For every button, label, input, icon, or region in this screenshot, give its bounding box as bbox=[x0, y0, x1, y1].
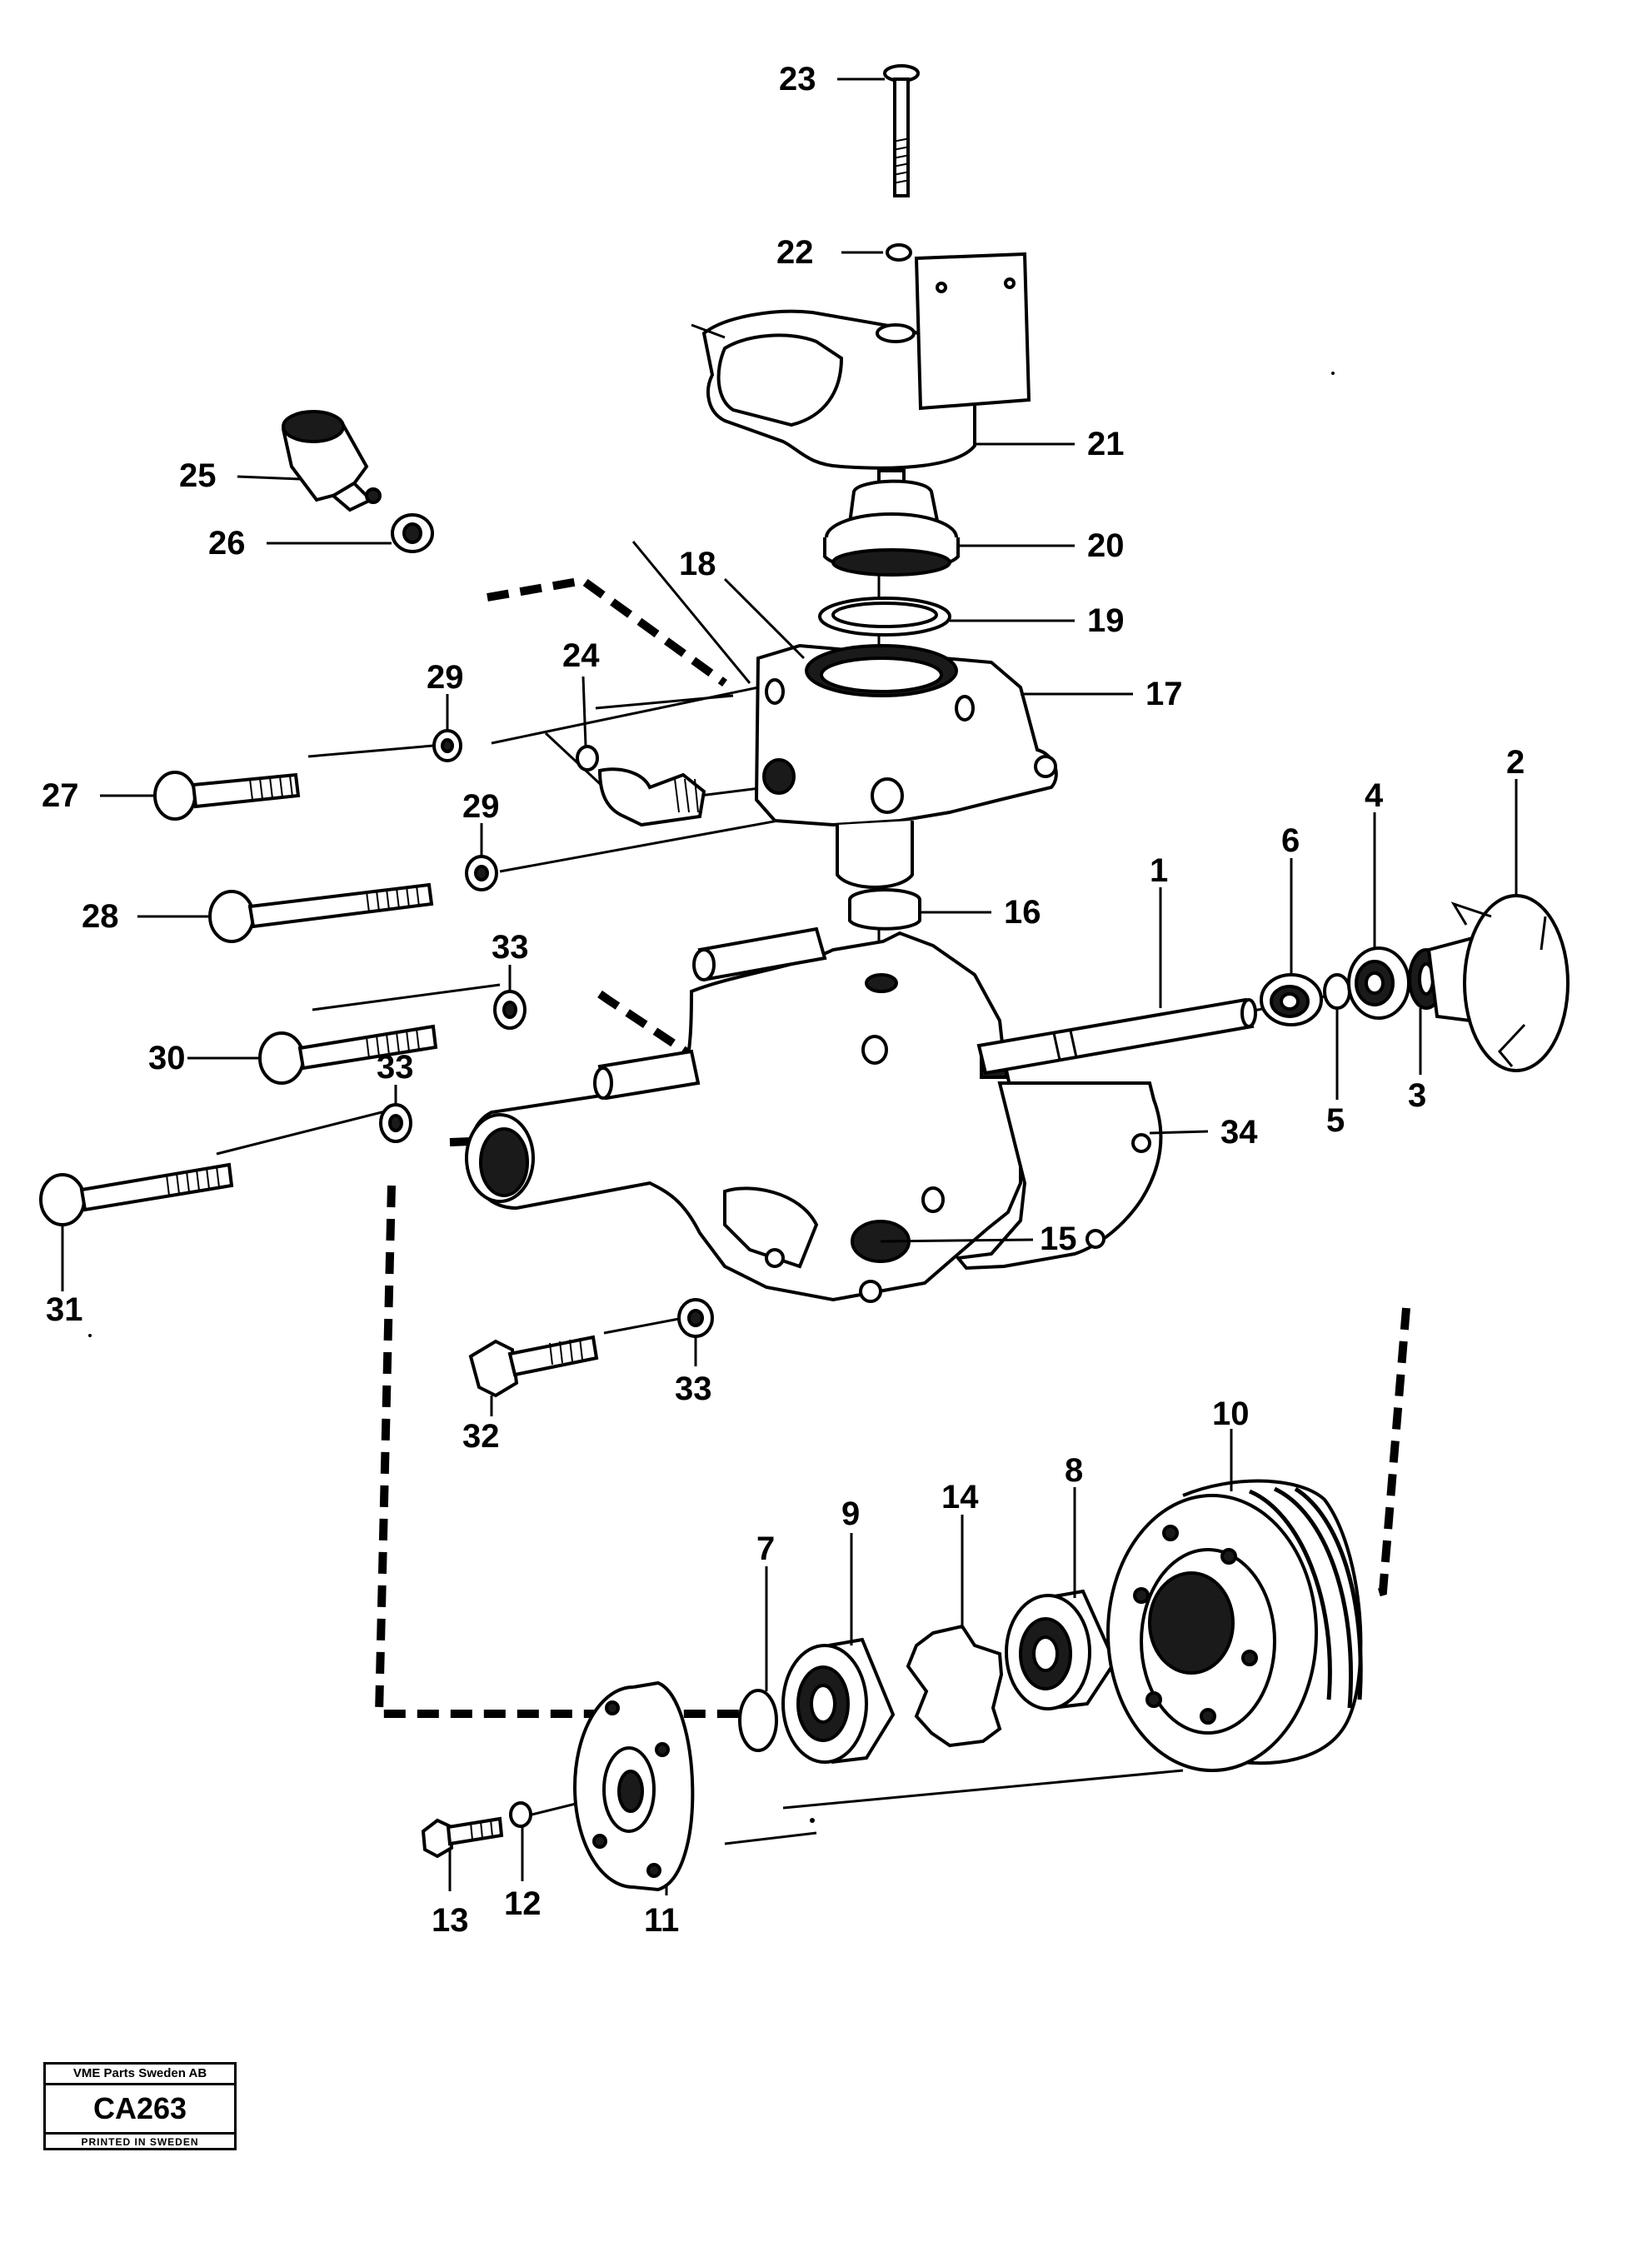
part-33-washer-c bbox=[677, 1298, 714, 1338]
callout-22: 22 bbox=[776, 234, 814, 271]
callout-33a: 33 bbox=[492, 929, 529, 966]
callout-13: 13 bbox=[432, 1902, 469, 1939]
part-23-bolt bbox=[883, 64, 920, 197]
callout-9: 9 bbox=[841, 1496, 860, 1532]
callout-29a: 29 bbox=[427, 659, 464, 696]
part-29-washer-b bbox=[465, 855, 498, 891]
callout-3: 3 bbox=[1408, 1077, 1426, 1114]
callout-25: 25 bbox=[179, 457, 217, 494]
part-11-flange bbox=[573, 1680, 695, 1892]
part-2-impeller bbox=[1426, 894, 1570, 1072]
part-9-bearing bbox=[781, 1637, 896, 1764]
callout-17: 17 bbox=[1145, 676, 1183, 712]
part-29-washer-a bbox=[432, 729, 462, 762]
part-21-thermostat-cover bbox=[691, 252, 1031, 470]
callout-28: 28 bbox=[82, 898, 119, 935]
part-5-circlip bbox=[1323, 973, 1351, 1010]
callout-21: 21 bbox=[1087, 426, 1125, 462]
callout-11: 11 bbox=[644, 1902, 679, 1939]
part-1-shaft bbox=[976, 997, 1257, 1076]
callout-26: 26 bbox=[208, 525, 246, 562]
part-12-lock-washer bbox=[509, 1801, 532, 1828]
callout-2: 2 bbox=[1506, 744, 1525, 781]
callout-34: 34 bbox=[1220, 1114, 1258, 1151]
callout-7: 7 bbox=[756, 1530, 775, 1567]
callout-14: 14 bbox=[941, 1479, 979, 1515]
callout-12: 12 bbox=[504, 1885, 542, 1922]
callout-27: 27 bbox=[42, 777, 79, 814]
callout-18: 18 bbox=[679, 546, 716, 582]
callout-29b: 29 bbox=[462, 788, 500, 825]
callout-19: 19 bbox=[1087, 602, 1125, 639]
callout-30: 30 bbox=[148, 1040, 186, 1076]
part-32-bolt bbox=[468, 1335, 599, 1398]
callout-23: 23 bbox=[779, 61, 816, 97]
part-31-bolt bbox=[39, 1162, 234, 1226]
callout-15: 15 bbox=[1040, 1221, 1077, 1257]
part-16-sleeve bbox=[848, 888, 921, 931]
callout-32: 32 bbox=[462, 1418, 500, 1455]
part-4-seal bbox=[1347, 946, 1410, 1020]
part-25-temperature-sensor bbox=[281, 410, 382, 512]
part-17-thermostat-housing bbox=[754, 643, 1058, 889]
part-33-washer-a bbox=[493, 990, 527, 1030]
callout-20: 20 bbox=[1087, 527, 1125, 564]
callout-16: 16 bbox=[1004, 894, 1041, 931]
callout-4: 4 bbox=[1365, 777, 1384, 814]
part-22-washer bbox=[886, 243, 912, 262]
part-33-washer-b bbox=[379, 1103, 412, 1143]
callout-5: 5 bbox=[1326, 1102, 1345, 1139]
callout-33b: 33 bbox=[377, 1049, 414, 1086]
callout-numbers: 23 22 21 20 19 18 17 16 24 25 26 29 27 2… bbox=[42, 61, 1525, 1939]
stamp-printed: PRINTED IN SWEDEN bbox=[81, 2136, 199, 2148]
part-30-bolt bbox=[258, 1024, 438, 1085]
part-26-washer bbox=[391, 513, 434, 553]
part-13-screw bbox=[421, 1816, 504, 1859]
callout-8: 8 bbox=[1065, 1452, 1083, 1489]
part-8-bearing bbox=[1005, 1589, 1117, 1710]
part-34-gasket bbox=[955, 1081, 1163, 1271]
callout-6: 6 bbox=[1281, 822, 1300, 859]
part-20-thermostat bbox=[823, 469, 960, 577]
callout-10: 10 bbox=[1212, 1396, 1250, 1432]
part-10-pulley bbox=[1106, 1479, 1363, 1772]
document-stamp: VME Parts Sweden AB CA263 PRINTED IN SWE… bbox=[43, 2062, 237, 2150]
callout-24: 24 bbox=[562, 637, 600, 674]
callout-1: 1 bbox=[1150, 852, 1168, 889]
part-6-bearing bbox=[1260, 973, 1323, 1026]
stamp-company: VME Parts Sweden AB bbox=[46, 2065, 234, 2085]
part-24-drain-cock bbox=[576, 745, 706, 827]
part-28-bolt bbox=[208, 882, 434, 943]
part-14-spacer bbox=[906, 1624, 1004, 1748]
part-19-sealing-ring bbox=[818, 597, 951, 637]
pump-housing bbox=[465, 926, 1022, 1303]
leader-lines bbox=[61, 77, 1518, 1895]
print-specks bbox=[88, 372, 1335, 1823]
part-27-bolt bbox=[153, 771, 301, 821]
callout-33c: 33 bbox=[675, 1371, 712, 1407]
stamp-code: CA263 bbox=[46, 2085, 234, 2135]
part-7-circlip bbox=[738, 1689, 778, 1752]
callout-31: 31 bbox=[46, 1291, 83, 1328]
